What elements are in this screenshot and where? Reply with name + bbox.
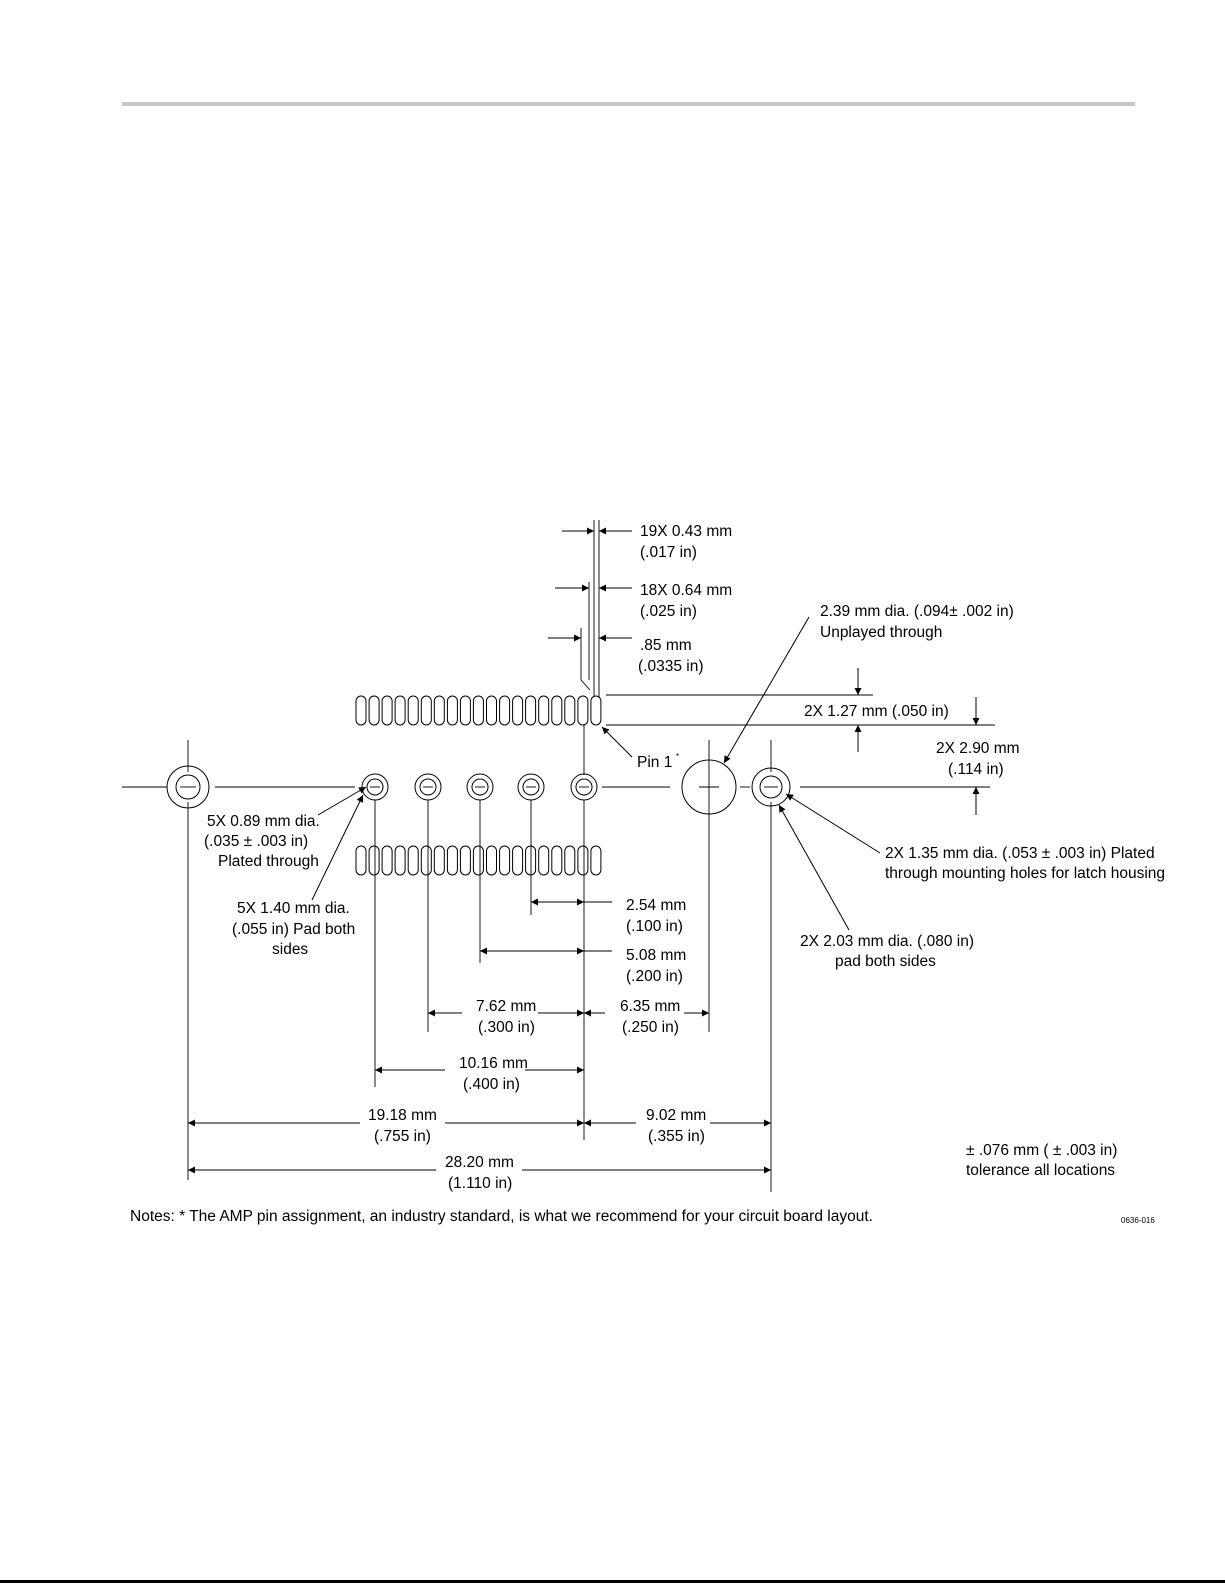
dim-762-line1: 7.62 mm xyxy=(476,998,536,1015)
right-mounting-hole xyxy=(751,740,791,1192)
top-pin-pad xyxy=(564,695,576,726)
bottom-pin-pad xyxy=(472,845,484,876)
dim-135-line1: 2X 1.35 mm dia. (.053 ± .003 in) Plated xyxy=(885,845,1155,862)
top-pin-pad xyxy=(590,695,602,726)
bottom-pin-row xyxy=(355,845,602,876)
dim-1918-line2: (.755 in) xyxy=(374,1128,431,1145)
bottom-pin-pad xyxy=(486,845,497,876)
bottom-pin-pad xyxy=(446,845,458,876)
dim-1016-line2: (.400 in) xyxy=(463,1076,520,1093)
dimension-arrows xyxy=(188,898,771,1174)
dim-127: 2X 1.27 mm (.050 in) xyxy=(804,703,949,720)
dim-1016-line1: 10.16 mm xyxy=(459,1055,528,1072)
dim-089-line3: Plated through xyxy=(218,853,319,870)
top-pin-pad xyxy=(459,695,471,726)
dim-089-line1: 5X 0.89 mm dia. xyxy=(207,813,320,830)
bottom-pin-pad xyxy=(394,845,406,876)
dim-2820-line2: (1.110 in) xyxy=(448,1175,512,1192)
top-pin-pad xyxy=(355,695,367,726)
dim-085-line2: (.0335 in) xyxy=(638,658,703,675)
plated-hole-ring xyxy=(471,778,489,796)
top-pin-pad xyxy=(499,695,511,726)
top-pin-row xyxy=(355,695,602,726)
dim-203-line2: pad both sides xyxy=(835,953,936,970)
dim-635-line1: 6.35 mm xyxy=(620,998,680,1015)
figure-id: 0636-016 xyxy=(1121,1216,1155,1225)
bottom-pin-pad xyxy=(499,845,511,876)
dim-203-line1: 2X 2.03 mm dia. (.080 in) xyxy=(800,933,974,950)
unplayed-line1: 2.39 mm dia. (.094± .002 in) xyxy=(820,603,1014,620)
bottom-pin-pad xyxy=(590,845,602,876)
dim-762-line2: (.300 in) xyxy=(478,1019,535,1036)
bottom-pin-pad xyxy=(512,845,524,876)
dim-140-line2: (.055 in) Pad both xyxy=(232,921,355,938)
bottom-rule xyxy=(0,1580,1225,1583)
top-pin-pad xyxy=(577,695,589,726)
dim-2820-line1: 28.20 mm xyxy=(445,1154,514,1171)
notes: Notes: * The AMP pin assignment, an indu… xyxy=(130,1208,873,1225)
bottom-pin-pad xyxy=(538,845,550,876)
top-pin-pad xyxy=(368,695,380,726)
bottom-pin-pad xyxy=(355,845,367,876)
dim-508-line1: 5.08 mm xyxy=(626,947,686,964)
tolerance-line2: tolerance all locations xyxy=(966,1162,1115,1179)
unplayed-hole xyxy=(681,740,737,1032)
top-pin-pad xyxy=(525,695,537,726)
dim-254-line2: (.100 in) xyxy=(626,918,683,935)
bottom-pin-pad xyxy=(420,845,432,876)
top-pin-pad xyxy=(381,695,393,726)
plated-through-holes xyxy=(361,773,598,801)
dim-19x-line1: 19X 0.43 mm xyxy=(640,523,732,540)
top-pin-pad xyxy=(486,695,497,726)
dim-290-line2: (.114 in) xyxy=(948,761,1004,778)
pin1-label: Pin 1 xyxy=(637,754,672,771)
dim-19x-line2: (.017 in) xyxy=(640,544,697,561)
top-pin-pad xyxy=(407,695,419,726)
dim-135-line2: through mounting holes for latch housing xyxy=(885,865,1165,882)
bottom-pin-pad xyxy=(459,845,471,876)
extension-lines xyxy=(374,520,995,1140)
dim-508-line2: (.200 in) xyxy=(626,968,683,985)
top-pin-pad xyxy=(551,695,563,726)
top-pin-pad xyxy=(394,695,406,726)
tolerance-line1: ± .076 mm ( ± .003 in) xyxy=(966,1142,1117,1159)
top-pin-pad xyxy=(538,695,550,726)
dim-290-line1: 2X 2.90 mm xyxy=(936,740,1020,757)
plated-hole-ring xyxy=(522,778,540,796)
dim-635-line2: (.250 in) xyxy=(622,1019,679,1036)
unplayed-line2: Unplayed through xyxy=(820,624,942,641)
dim-1918-line1: 19.18 mm xyxy=(368,1107,437,1124)
dim-18x-line1: 18X 0.64 mm xyxy=(640,582,732,599)
top-pin-pad xyxy=(420,695,432,726)
pitch-arrows xyxy=(548,527,980,815)
top-pin-pad xyxy=(472,695,484,726)
dim-140-line1: 5X 1.40 mm dia. xyxy=(237,900,350,917)
dim-902-line2: (.355 in) xyxy=(648,1128,705,1145)
leader-arrows xyxy=(311,616,881,931)
bottom-pin-pad xyxy=(381,845,393,876)
left-mounting-hole xyxy=(166,740,210,1180)
plated-hole-ring xyxy=(366,778,384,796)
dim-140-line3: sides xyxy=(272,941,308,958)
dim-089-line2: (.035 ± .003 in) xyxy=(204,833,308,850)
bottom-pin-pad xyxy=(368,845,380,876)
pin1-asterisk: * xyxy=(676,752,679,761)
dim-18x-line2: (.025 in) xyxy=(640,603,697,620)
dim-902-line1: 9.02 mm xyxy=(646,1107,706,1124)
bottom-pin-pad xyxy=(564,845,576,876)
top-pin-pad xyxy=(446,695,458,726)
plated-hole-ring xyxy=(419,778,437,796)
dim-085-line1: .85 mm xyxy=(640,637,692,654)
dimension-labels: 19X 0.43 mm (.017 in) 18X 0.64 mm (.025 … xyxy=(130,523,1165,1225)
plated-hole-ring xyxy=(575,778,593,796)
bottom-pin-pad xyxy=(551,845,563,876)
bottom-pin-pad xyxy=(407,845,419,876)
bottom-pin-pad xyxy=(577,845,589,876)
header-rule xyxy=(122,102,1135,106)
top-pin-pad xyxy=(512,695,524,726)
top-pin-pad xyxy=(433,695,445,726)
bottom-pin-pad xyxy=(433,845,445,876)
dim-254-line1: 2.54 mm xyxy=(626,897,686,914)
